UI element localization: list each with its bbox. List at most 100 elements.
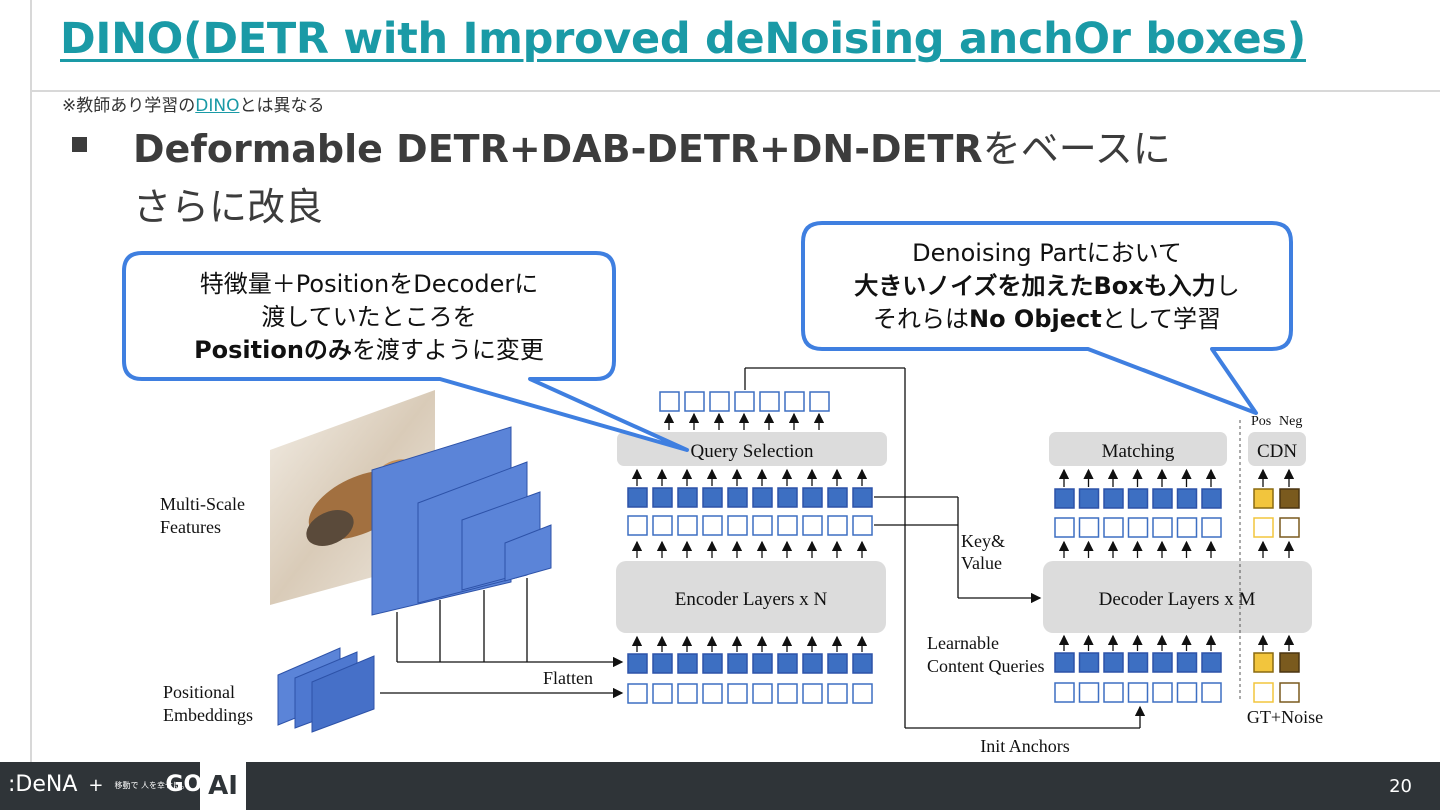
gt-noise-label: GT+Noise	[1247, 707, 1323, 727]
callout-right-line1: Denoising Partにおいて	[803, 237, 1291, 270]
decoder-output-empty-row	[1055, 518, 1299, 537]
decoder-input-empty-row	[1055, 683, 1299, 702]
multi-scale-label-2: Features	[160, 517, 221, 537]
token-square-empty	[1104, 518, 1123, 537]
callout-right-line3-bold: No Object	[969, 305, 1102, 333]
token-square-empty	[810, 392, 829, 411]
encoder-layers-label: Encoder Layers x N	[675, 589, 828, 610]
token-square-filled	[828, 488, 847, 507]
cdn-neg-square	[1280, 653, 1299, 672]
token-square-empty	[1153, 518, 1172, 537]
positional-label-2: Embeddings	[163, 705, 253, 725]
callout-right-line2: 大きいノイズを加えたBoxも入力し	[803, 270, 1291, 303]
multi-scale-label-1: Multi-Scale	[160, 494, 245, 514]
positional-embedding-maps	[278, 648, 374, 732]
token-square-empty	[678, 684, 697, 703]
token-square-empty	[703, 516, 722, 535]
matching-label: Matching	[1102, 441, 1175, 462]
callout-right-line3-b: として学習	[1102, 305, 1221, 333]
token-square-filled	[753, 654, 772, 673]
token-square-filled	[653, 654, 672, 673]
callout-left-text: 特徴量＋PositionをDecoderに 渡していたところを Position…	[124, 268, 614, 367]
callout-left-line1: 特徴量＋PositionをDecoderに	[124, 268, 614, 301]
logo-plus: +	[88, 775, 103, 796]
token-square-empty	[853, 516, 872, 535]
encoder-output-filled-row	[628, 488, 872, 507]
token-square-filled	[803, 654, 822, 673]
cdn-neg-square-empty	[1280, 518, 1299, 537]
token-square-empty	[1129, 518, 1148, 537]
token-square-empty	[1202, 518, 1221, 537]
page-number: 20	[1389, 776, 1412, 797]
token-square-empty	[653, 516, 672, 535]
token-square-filled	[628, 488, 647, 507]
encoder-input-filled-row	[628, 654, 872, 673]
flatten-label: Flatten	[543, 668, 593, 688]
token-square-empty	[753, 684, 772, 703]
token-square-empty	[1202, 683, 1221, 702]
cdn-neg-square	[1280, 489, 1299, 508]
token-square-empty	[1080, 518, 1099, 537]
token-square-filled	[1178, 653, 1197, 672]
token-square-filled	[728, 654, 747, 673]
cdn-neg-square-empty	[1280, 683, 1299, 702]
token-square-empty	[728, 684, 747, 703]
token-square-empty	[828, 684, 847, 703]
token-square-empty	[828, 516, 847, 535]
token-square-filled	[1129, 489, 1148, 508]
token-square-empty	[1153, 683, 1172, 702]
token-square-filled	[1055, 489, 1074, 508]
token-square-empty	[660, 392, 679, 411]
key-value-label-2: Value	[961, 553, 1002, 573]
token-square-filled	[728, 488, 747, 507]
dena-logo-text: :DeNA	[8, 772, 77, 797]
go-tagline: 移動で 人を幸せに。	[115, 781, 159, 790]
callout-right-text: Denoising Partにおいて 大きいノイズを加えたBoxも入力し それら…	[803, 237, 1291, 336]
cdn-label: CDN	[1257, 441, 1297, 462]
token-square-filled	[678, 488, 697, 507]
token-square-filled	[1153, 653, 1172, 672]
token-square-empty	[1178, 518, 1197, 537]
token-square-filled	[853, 488, 872, 507]
token-square-filled	[1202, 489, 1221, 508]
callout-right-line3-a: それらは	[873, 305, 969, 333]
callout-right-line2-rest: し	[1216, 272, 1240, 300]
dino-architecture-diagram: Multi-Scale Features Positional Embeddin…	[0, 0, 1440, 762]
token-square-empty	[1055, 683, 1074, 702]
positional-label-1: Positional	[163, 682, 235, 702]
token-square-empty	[628, 516, 647, 535]
token-square-filled	[778, 654, 797, 673]
token-square-empty	[753, 516, 772, 535]
token-square-empty	[1178, 683, 1197, 702]
token-square-filled	[703, 488, 722, 507]
init-anchors-label: Init Anchors	[980, 736, 1070, 756]
callout-left-line3-rest: を渡すように変更	[352, 336, 544, 364]
encoder-input-empty-row	[628, 684, 872, 703]
cdn-pos-square-empty	[1254, 683, 1273, 702]
token-square-empty	[1055, 518, 1074, 537]
token-square-empty	[728, 516, 747, 535]
key-value-label-1: Key&	[961, 531, 1005, 551]
cdn-pos-square-empty	[1254, 518, 1273, 537]
token-square-empty	[1104, 683, 1123, 702]
token-square-empty	[760, 392, 779, 411]
learnable-label-2: Content Queries	[927, 656, 1044, 676]
token-square-empty	[778, 684, 797, 703]
callout-right-line3: それらはNo Objectとして学習	[803, 303, 1291, 336]
token-square-filled	[1055, 653, 1074, 672]
learnable-label-1: Learnable	[927, 633, 999, 653]
query-selection-output-row	[660, 392, 829, 411]
token-square-filled	[1178, 489, 1197, 508]
decoder-output-filled-row	[1055, 489, 1299, 508]
token-square-filled	[803, 488, 822, 507]
go-logo-text: GO	[166, 772, 203, 797]
pos-label: Pos	[1251, 414, 1271, 429]
callout-left-line3-bold: Positionのみ	[194, 336, 352, 364]
token-square-empty	[703, 684, 722, 703]
token-square-empty	[735, 392, 754, 411]
token-square-empty	[1080, 683, 1099, 702]
neg-label: Neg	[1279, 414, 1302, 429]
query-selection-label: Query Selection	[691, 441, 814, 462]
cdn-pos-square	[1254, 489, 1273, 508]
token-square-filled	[703, 654, 722, 673]
